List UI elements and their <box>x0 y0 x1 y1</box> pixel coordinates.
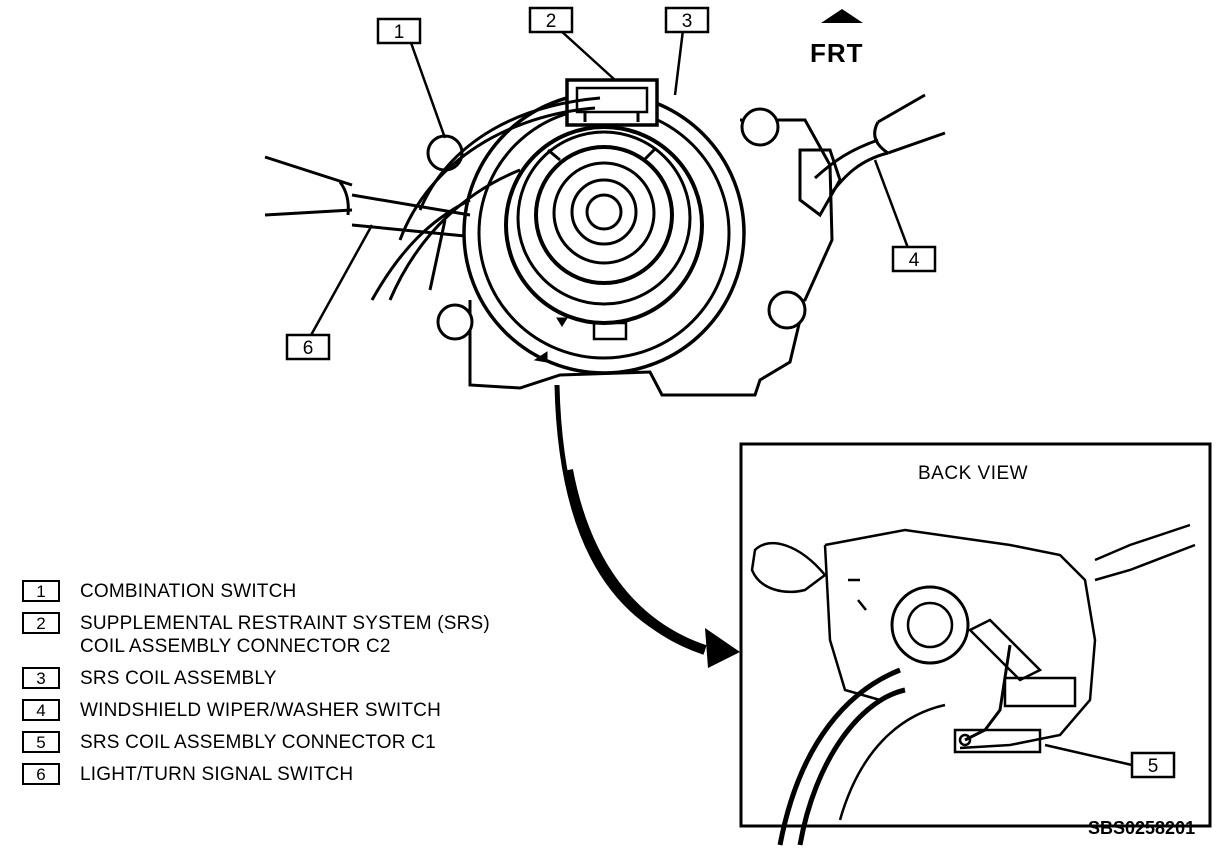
callout-2-box <box>528 6 574 34</box>
legend-description: SRS COIL ASSEMBLY <box>80 667 277 690</box>
main-assembly-drawing <box>264 29 946 397</box>
figure-id: SBS0258201 <box>1088 818 1196 838</box>
callout-5-label: 5 <box>1148 756 1159 777</box>
legend-number-box: 2 <box>22 612 60 634</box>
legend-description: SUPPLEMENTAL RESTRAINT SYSTEM (SRS) COIL… <box>80 612 490 658</box>
legend-line: SUPPLEMENTAL RESTRAINT SYSTEM (SRS) <box>80 613 490 634</box>
legend-line: WINDSHIELD WIPER/WASHER SWITCH <box>80 700 442 721</box>
legend-item: 6 LIGHT/TURN SIGNAL SWITCH <box>22 763 582 786</box>
legend-description: SRS COIL ASSEMBLY CONNECTOR C1 <box>80 731 436 754</box>
front-direction-label: FRT <box>810 38 864 68</box>
legend-number-box: 3 <box>22 667 60 689</box>
callout-5-box <box>1130 751 1176 779</box>
callout-2-label: 2 <box>546 11 557 32</box>
legend-number-box: 1 <box>22 580 60 602</box>
legend-description: COMBINATION SWITCH <box>80 580 296 603</box>
legend-line: COMBINATION SWITCH <box>80 581 297 602</box>
legend-item: 2 SUPPLEMENTAL RESTRAINT SYSTEM (SRS) CO… <box>22 612 582 658</box>
legend-line: SRS COIL ASSEMBLY CONNECTOR C1 <box>80 732 436 753</box>
back-view-drawing <box>750 523 1196 846</box>
back-view-title: BACK VIEW <box>918 463 1029 484</box>
callout-4-label: 4 <box>909 250 920 271</box>
callout-6-label: 6 <box>303 338 314 359</box>
callout-3-label: 3 <box>682 11 693 32</box>
back-view-inset <box>739 442 1212 828</box>
callout-1-box <box>376 17 422 45</box>
front-arrow-icon <box>821 9 863 23</box>
callout-1-label: 1 <box>394 22 405 43</box>
callout-4-box <box>891 245 937 273</box>
legend-description: WINDSHIELD WIPER/WASHER SWITCH <box>80 699 441 722</box>
legend-item: 5 SRS COIL ASSEMBLY CONNECTOR C1 <box>22 731 582 754</box>
legend-item: 1 COMBINATION SWITCH <box>22 580 582 603</box>
callout-6-box <box>285 333 331 361</box>
legend-line: LIGHT/TURN SIGNAL SWITCH <box>80 764 354 785</box>
legend-number-box: 6 <box>22 763 60 785</box>
legend: 1 COMBINATION SWITCH 2 SUPPLEMENTAL REST… <box>22 580 582 795</box>
legend-line: SRS COIL ASSEMBLY <box>80 668 277 689</box>
legend-number-box: 4 <box>22 699 60 721</box>
view-arrow <box>554 384 740 668</box>
legend-description: LIGHT/TURN SIGNAL SWITCH <box>80 763 353 786</box>
legend-item: 3 SRS COIL ASSEMBLY <box>22 667 582 690</box>
callout-3-box <box>664 6 710 34</box>
legend-item: 4 WINDSHIELD WIPER/WASHER SWITCH <box>22 699 582 722</box>
legend-number-box: 5 <box>22 731 60 753</box>
legend-line: COIL ASSEMBLY CONNECTOR C2 <box>80 636 391 657</box>
